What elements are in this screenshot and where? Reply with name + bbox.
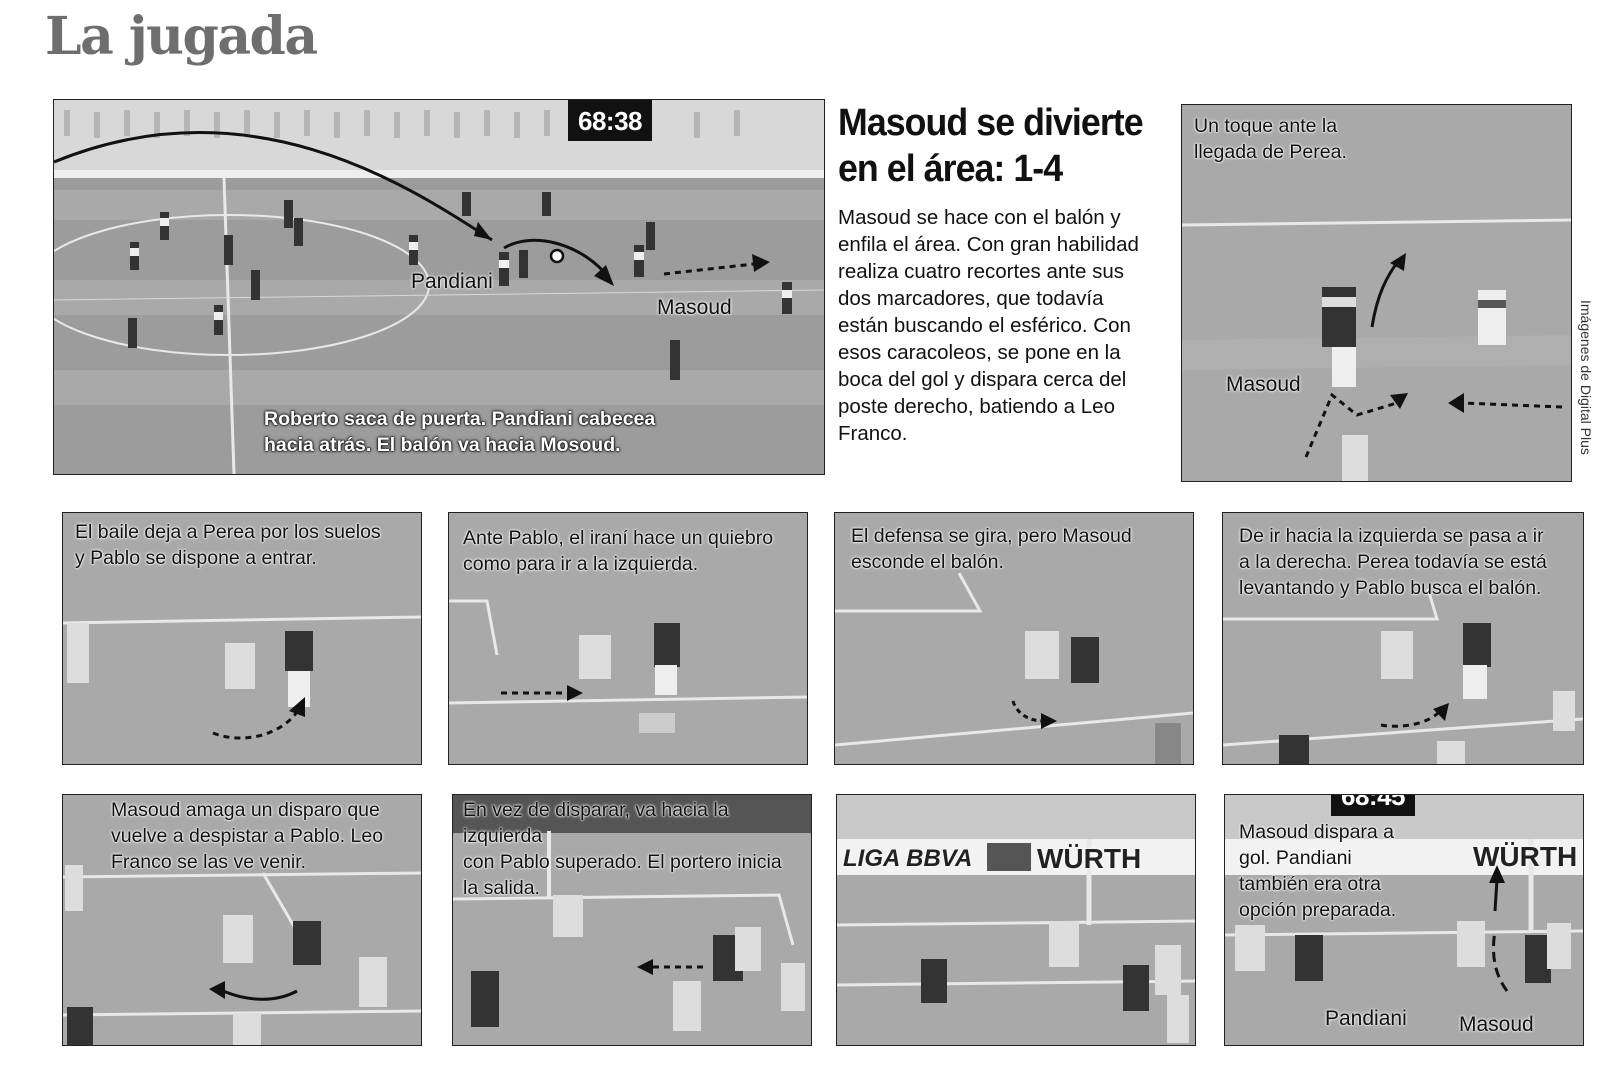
sequence-frame-6: En vez de disparar, va hacia la izquierd…: [452, 794, 812, 1046]
closeup-frame: Un toque ante la llegada de Perea. Masou…: [1181, 104, 1572, 482]
pitch-image: [837, 795, 1195, 1045]
match-clock: 68:45: [1331, 795, 1415, 816]
sequence-frame-3: El defensa se gira, pero Masoud esconde …: [834, 512, 1194, 765]
pitch-image: [1182, 105, 1571, 481]
page-title: La jugada: [45, 6, 318, 67]
label-masoud: Masoud: [1226, 373, 1301, 396]
pitch-image: [54, 100, 824, 474]
pitch-image: [453, 795, 811, 1045]
sequence-frame-7: LIGA BBVA WÜRTH: [836, 794, 1196, 1046]
sequence-frame-1: El baile deja a Perea por los suelos y P…: [62, 512, 422, 765]
label-pandiani: Pandiani: [411, 270, 493, 293]
frame-caption: Masoud amaga un disparo que vuelve a des…: [111, 799, 384, 873]
sequence-frame-4: De ir hacia la izquierda se pasa a ir a …: [1222, 512, 1584, 765]
label-masoud: Masoud: [657, 296, 732, 319]
label-pandiani: Pandiani: [1325, 1007, 1407, 1030]
sequence-frame-2: Ante Pablo, el iraní hace un quiebro com…: [448, 512, 808, 765]
frame-caption: Un toque ante la llegada de Perea.: [1194, 115, 1347, 163]
match-clock: 68:38: [568, 100, 652, 141]
players: [54, 131, 792, 380]
article-body: Masoud se hace con el balón y enfila el …: [838, 206, 1139, 445]
article-headline: Masoud se divierte en el área: 1-4: [838, 102, 1144, 190]
main-frame: 68:38 Pandiani Masoud Roberto saca de pu…: [53, 99, 825, 475]
sequence-frame-5: Masoud amaga un disparo que vuelve a des…: [62, 794, 422, 1046]
pitch-image: [63, 513, 421, 764]
frame-caption: El defensa se gira, pero Masoud esconde …: [851, 525, 1132, 573]
frame-caption: Ante Pablo, el iraní hace un quiebro com…: [463, 527, 774, 575]
frame-caption: En vez de disparar, va hacia la izquierd…: [463, 799, 782, 899]
frame-caption: Roberto saca de puerta. Pandiani cabecea…: [264, 408, 656, 456]
pitch-image: [835, 513, 1193, 764]
sequence-frame-8: WÜRTH 68:45 Masoud dispara a gol. Pandia…: [1224, 794, 1584, 1046]
frame-caption: El baile deja a Perea por los suelos y P…: [75, 521, 381, 569]
photo-credit: Imágenes de Digital Plus: [1578, 300, 1594, 455]
pitch-image: [1225, 795, 1583, 1045]
pitch-image: [1223, 513, 1583, 764]
frame-caption: Masoud dispara a gol. Pandiani también e…: [1239, 821, 1397, 921]
banner-liga: LIGA BBVA: [843, 845, 973, 872]
frame-caption: De ir hacia la izquierda se pasa a ir a …: [1239, 525, 1547, 599]
pitch-image: [63, 795, 421, 1045]
banner-wurth: WÜRTH: [1037, 843, 1142, 874]
banner-wurth: WÜRTH: [1473, 841, 1578, 872]
label-masoud: Masoud: [1459, 1013, 1534, 1036]
pitch-image: [449, 513, 807, 764]
